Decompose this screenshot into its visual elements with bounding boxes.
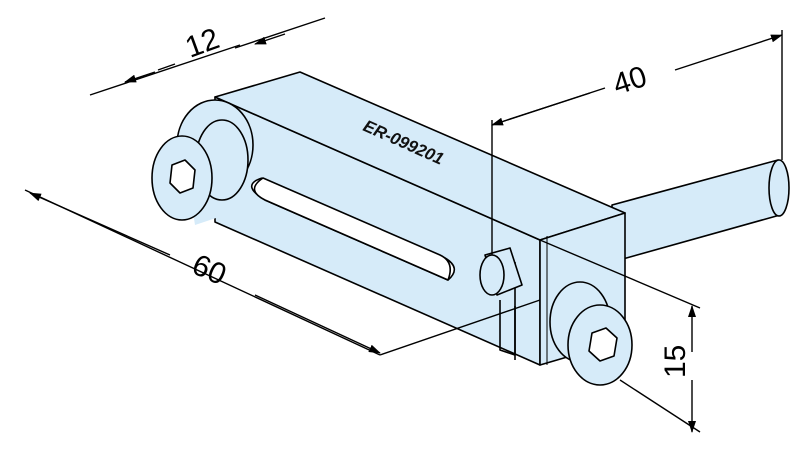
dim-width: 12 xyxy=(181,22,224,64)
hex-socket-icon xyxy=(588,327,618,362)
pin xyxy=(611,159,790,263)
left-screw xyxy=(151,99,254,225)
hex-socket-icon xyxy=(169,159,196,194)
dim-height: 15 xyxy=(659,345,692,378)
right-screw xyxy=(549,281,633,386)
dim-length: 60 xyxy=(187,248,231,292)
ext-line-12a xyxy=(89,44,241,96)
side-pin xyxy=(479,247,523,296)
ext-line-12b xyxy=(234,17,326,49)
dim-offset: 40 xyxy=(609,60,651,102)
